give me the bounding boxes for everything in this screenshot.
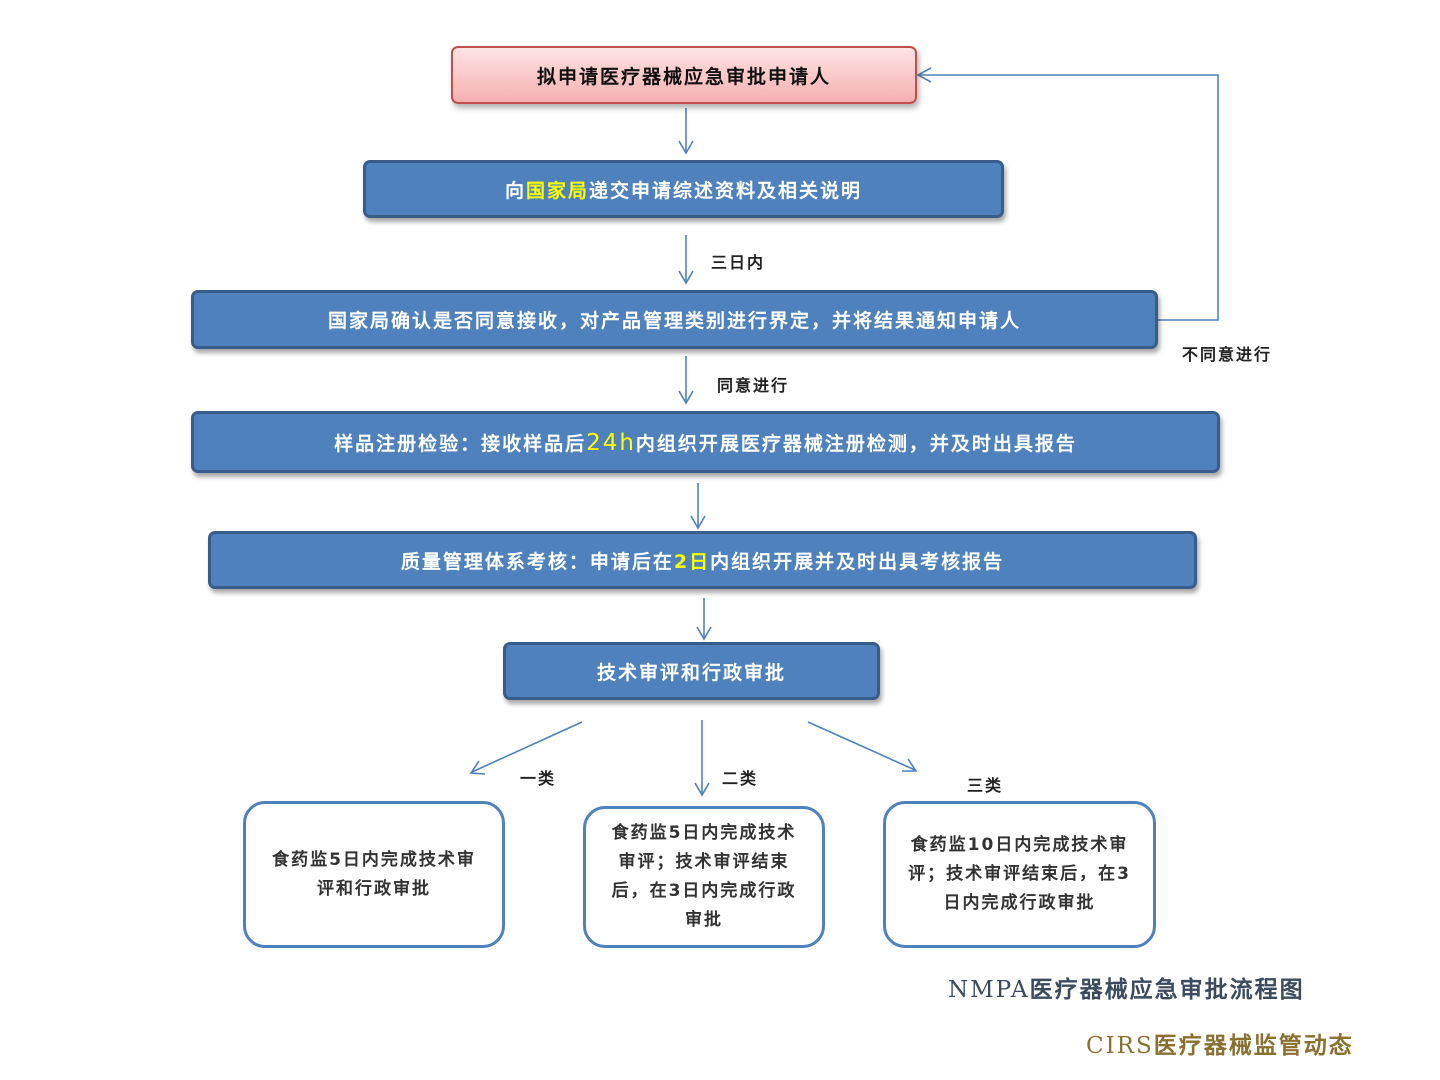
node-sample-text-after: 内组织开展医疗器械注册检测，并及时出具报告: [635, 432, 1077, 455]
node-applicant-label: 拟申请医疗器械应急审批申请人: [536, 65, 831, 88]
node-submit: 向国家局递交申请综述资料及相关说明: [363, 160, 1004, 218]
result-class-one: 食药监5日内完成技术审评和行政审批: [243, 801, 505, 948]
node-submit-highlight: 国家局: [525, 179, 589, 202]
result-class-three-text: 食药监10日内完成技术审评；技术审评结束后，在3日内完成行政审批: [908, 835, 1131, 913]
node-quality-text-before: 质量管理体系考核：申请后在: [400, 550, 674, 573]
node-quality-label: 质量管理体系考核：申请后在2日内组织开展并及时出具考核报告: [401, 547, 1004, 574]
node-review-label: 技术审评和行政审批: [596, 661, 786, 684]
arrow-submit-to-confirm: [678, 235, 694, 285]
arrow-review-to-class-two: [694, 720, 710, 797]
node-sample-text-before: 样品注册检验：接收样品后: [334, 432, 587, 455]
arrow-confirm-to-sample: [678, 356, 694, 405]
node-submit-text-after: 递交申请综述资料及相关说明: [589, 179, 863, 202]
label-disagree: 不同意进行: [1182, 345, 1273, 364]
node-confirm: 国家局确认是否同意接收，对产品管理类别进行界定，并将结果通知申请人: [191, 290, 1158, 349]
result-class-two: 食药监5日内完成技术审评；技术审评结束后，在3日内完成行政审批: [583, 806, 825, 948]
arrow-review-to-class-three: [807, 721, 918, 772]
node-quality-text-after: 内组织开展并及时出具考核报告: [710, 550, 1005, 573]
node-confirm-label: 国家局确认是否同意接收，对产品管理类别进行界定，并将结果通知申请人: [327, 310, 1021, 332]
label-class-three: 三类: [967, 776, 1004, 795]
node-quality: 质量管理体系考核：申请后在2日内组织开展并及时出具考核报告: [208, 531, 1197, 589]
arrow-applicant-to-submit: [678, 108, 694, 155]
source-watermark: CIRS医疗器械监管动态: [1086, 1026, 1354, 1060]
arrow-sample-to-quality: [690, 483, 706, 530]
figure-caption-title: 医疗器械应急审批流程图: [1029, 977, 1305, 1003]
label-agree: 同意进行: [717, 376, 790, 395]
label-within-three-days: 三日内: [711, 253, 766, 272]
node-review: 技术审评和行政审批: [503, 642, 880, 700]
arrow-quality-to-review: [696, 598, 712, 641]
label-class-one: 一类: [520, 769, 557, 788]
result-class-one-text: 食药监5日内完成技术审评和行政审批: [272, 849, 476, 899]
node-sample-highlight: 24h: [586, 429, 636, 456]
result-class-three: 食药监10日内完成技术审评；技术审评结束后，在3日内完成行政审批: [883, 801, 1156, 948]
source-watermark-title: 医疗器械监管动态: [1153, 1033, 1354, 1059]
figure-caption: NMPA医疗器械应急审批流程图: [948, 970, 1305, 1004]
arrow-disagree-feedback: [916, 67, 1219, 321]
source-watermark-prefix: CIRS: [1086, 1033, 1154, 1059]
result-class-two-text: 食药监5日内完成技术审评；技术审评结束后，在3日内完成行政审批: [611, 823, 797, 930]
node-sample: 样品注册检验：接收样品后24h内组织开展医疗器械注册检测，并及时出具报告: [191, 411, 1220, 473]
arrow-review-to-class-one: [469, 721, 583, 775]
figure-caption-prefix: NMPA: [948, 977, 1030, 1003]
node-submit-label: 向国家局递交申请综述资料及相关说明: [505, 176, 862, 203]
node-submit-text-before: 向: [504, 179, 526, 202]
node-quality-highlight: 2日: [673, 550, 711, 573]
node-sample-label: 样品注册检验：接收样品后24h内组织开展医疗器械注册检测，并及时出具报告: [334, 429, 1077, 456]
label-class-two: 二类: [722, 769, 759, 788]
node-applicant: 拟申请医疗器械应急审批申请人: [451, 46, 917, 104]
